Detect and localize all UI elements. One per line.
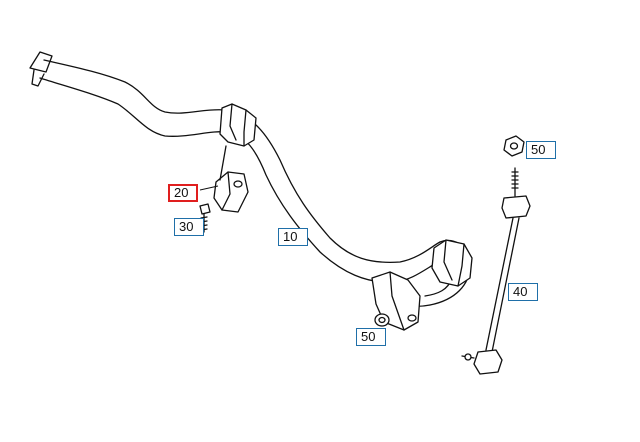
callout-part-30[interactable]: 30 [174,218,204,236]
nut-part-50-bottom[interactable] [374,313,390,327]
callout-part-50-top[interactable]: 50 [526,141,556,159]
callout-part-10[interactable]: 10 [278,228,308,246]
bolt-part-30[interactable] [199,203,211,233]
nut-part-50-top[interactable] [503,135,525,157]
callout-part-20[interactable]: 20 [168,184,198,202]
bushing-right[interactable] [431,239,473,287]
link-rod-part-40[interactable] [461,167,531,375]
leader-20 [199,185,219,191]
callout-part-50-bottom[interactable]: 50 [356,328,386,346]
stabilizer-bar[interactable] [29,51,471,307]
bushing-clamp-left[interactable] [213,103,257,213]
callout-part-40[interactable]: 40 [508,283,538,301]
